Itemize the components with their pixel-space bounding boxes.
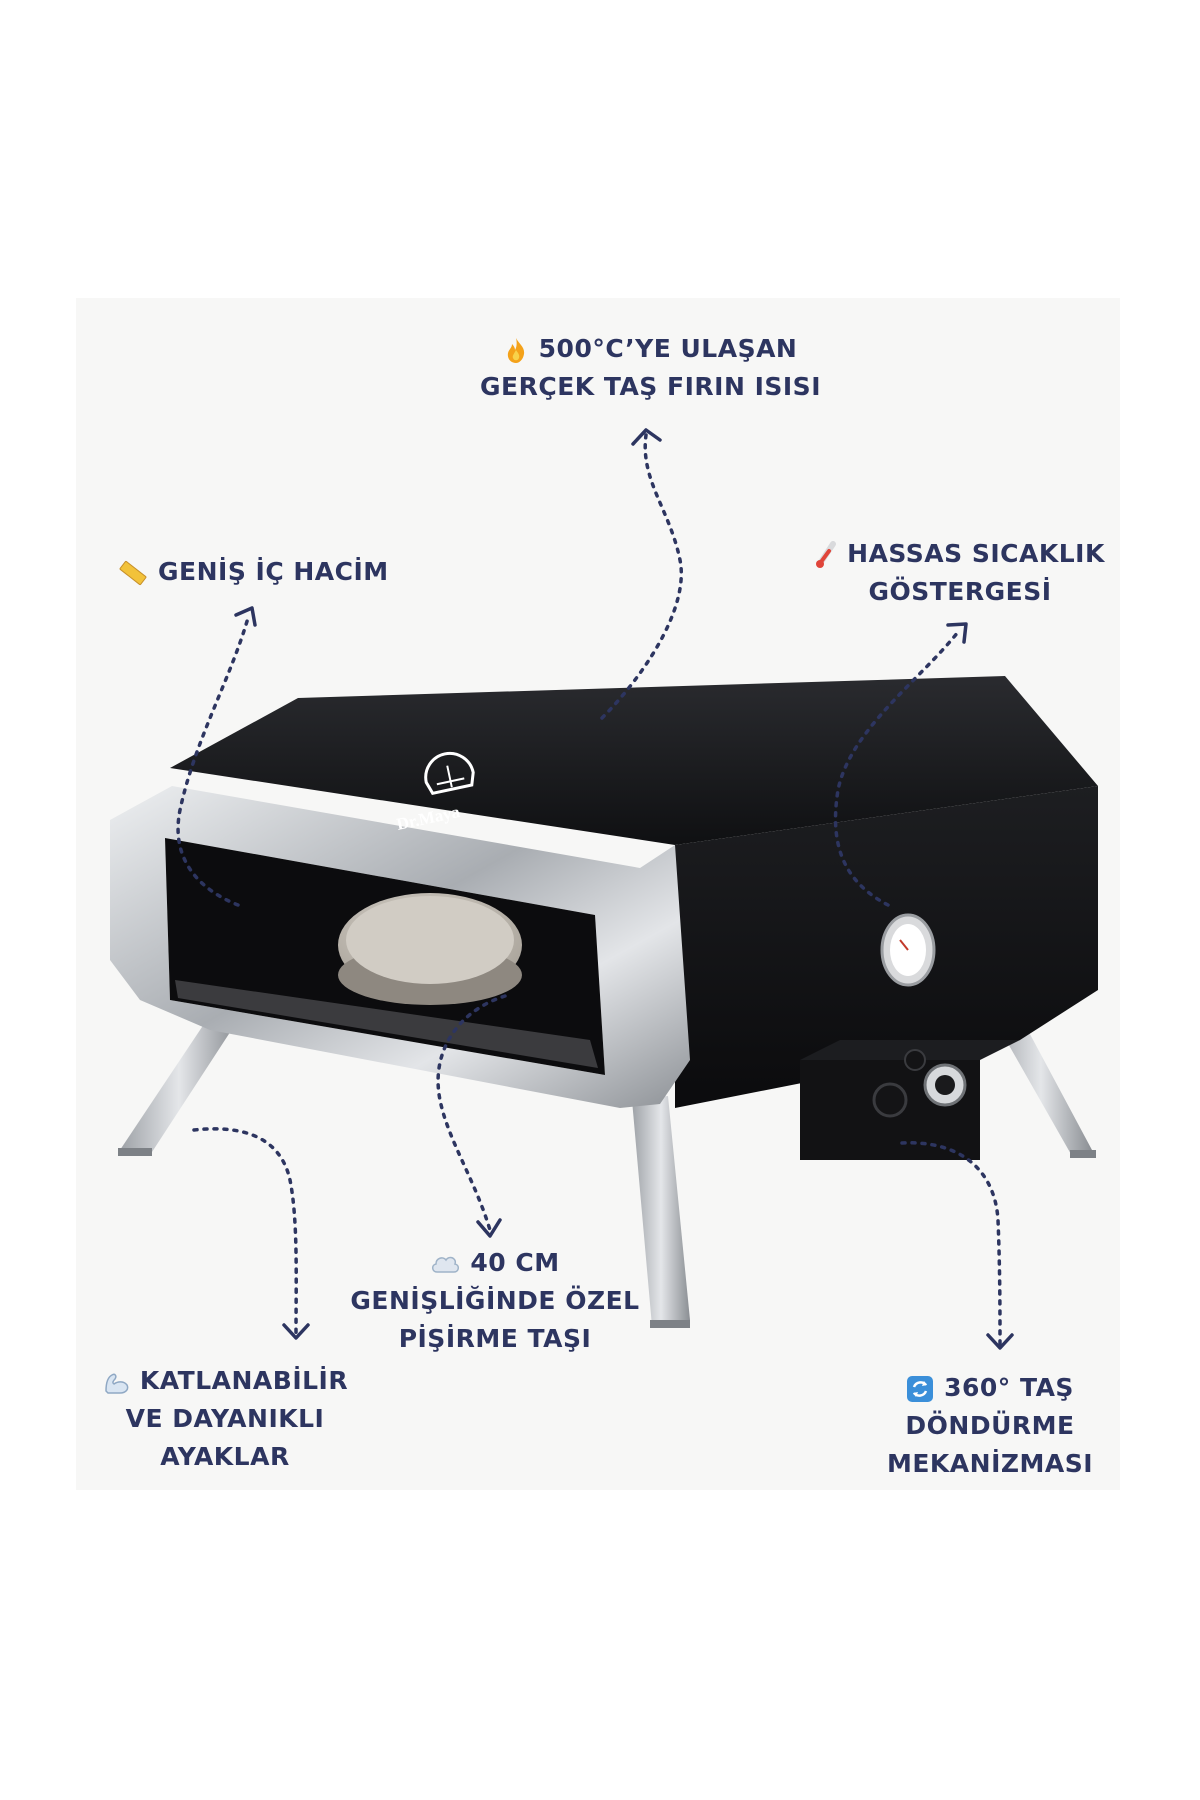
feature-rotation-line2: DÖNDÜRME [905,1411,1075,1440]
brand-logo [424,751,475,795]
rotate-icon [906,1375,934,1403]
cloud-icon [430,1252,460,1276]
arrowhead-stone [476,1218,502,1238]
ruler-icon [118,559,148,587]
flexed-arm-icon [102,1369,130,1395]
fire-icon [503,336,529,364]
arrow-volume [176,616,250,907]
feature-label-heat: 500°C’YE ULAŞAN GERÇEK TAŞ FIRIN ISISI [480,330,821,406]
oven-leg-front-right [632,1096,690,1326]
arrowhead-gauge [946,622,968,644]
oven-top-lid [170,676,1098,845]
feature-heat-line2: GERÇEK TAŞ FIRIN ISISI [480,372,821,401]
feature-stone-line3: PİŞİRME TAŞI [398,1324,592,1353]
arrow-rotation [900,1141,1002,1347]
thermometer-icon [815,541,837,569]
arrow-stone [436,994,507,1232]
oven-front-frame [110,786,690,1108]
feature-legs-line3: AYAKLAR [160,1442,290,1471]
arrowhead-legs [282,1323,310,1340]
gas-knob [872,1049,967,1118]
feature-gauge-line2: GÖSTERGESİ [868,577,1052,606]
feature-label-rotation: 360° TAŞ DÖNDÜRME MEKANİZMASI [850,1369,1130,1483]
temperature-gauge [880,913,936,987]
feature-label-volume: GENİŞ İÇ HACİM [118,553,388,591]
oven-leg-back-right [990,1008,1092,1156]
oven-leg-front-left [120,1015,238,1152]
feature-legs-line2: VE DAYANIKLI [125,1404,325,1433]
arrow-heat [600,433,683,720]
feature-stone-line2: GENİŞLİĞİNDE ÖZEL [350,1286,640,1315]
arrow-gauge [833,630,960,907]
feature-label-gauge: HASSAS SICAKLIK GÖSTERGESİ [810,535,1110,611]
arrow-legs [192,1127,298,1337]
arrowhead-volume [234,606,257,627]
arrowhead-rotation [986,1333,1014,1350]
feature-rotation-line3: MEKANİZMASI [886,1449,1094,1478]
arrowhead-heat [631,428,662,446]
feature-label-legs: KATLANABİLİR VE DAYANIKLI AYAKLAR [90,1362,360,1476]
feature-label-stone: 40 CM GENİŞLİĞİNDE ÖZEL PİŞİRME TAŞI [330,1244,660,1358]
